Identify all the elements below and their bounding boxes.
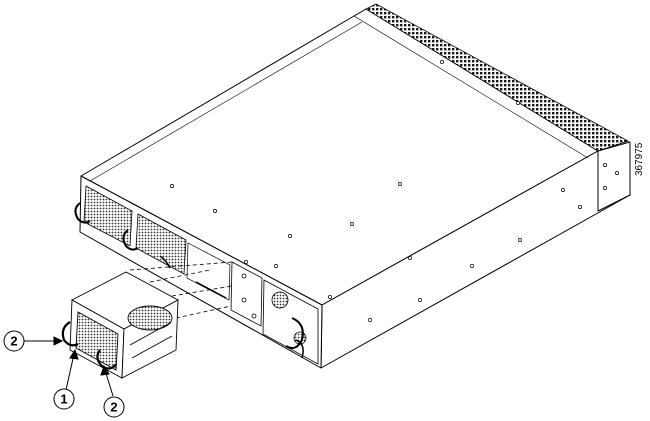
installed-fan-trays — [74, 185, 187, 275]
figure-id: 367975 — [634, 142, 645, 176]
chassis-vent — [365, 3, 629, 152]
fan-tray — [69, 271, 179, 379]
chassis-end-bezel — [597, 141, 631, 212]
fan-tray-handle — [61, 321, 117, 370]
power-supply-slot — [230, 261, 319, 365]
callout-leaders — [24, 336, 114, 397]
callout-1: 1 — [60, 392, 67, 407]
chassis-screws — [170, 60, 619, 322]
insertion-guide-lines — [129, 261, 233, 319]
empty-fan-slot — [186, 242, 231, 301]
callout-2-left: 2 — [10, 334, 17, 349]
callout-2-bottom: 2 — [110, 400, 117, 415]
callout-markers: 2 1 2 — [3, 330, 125, 418]
